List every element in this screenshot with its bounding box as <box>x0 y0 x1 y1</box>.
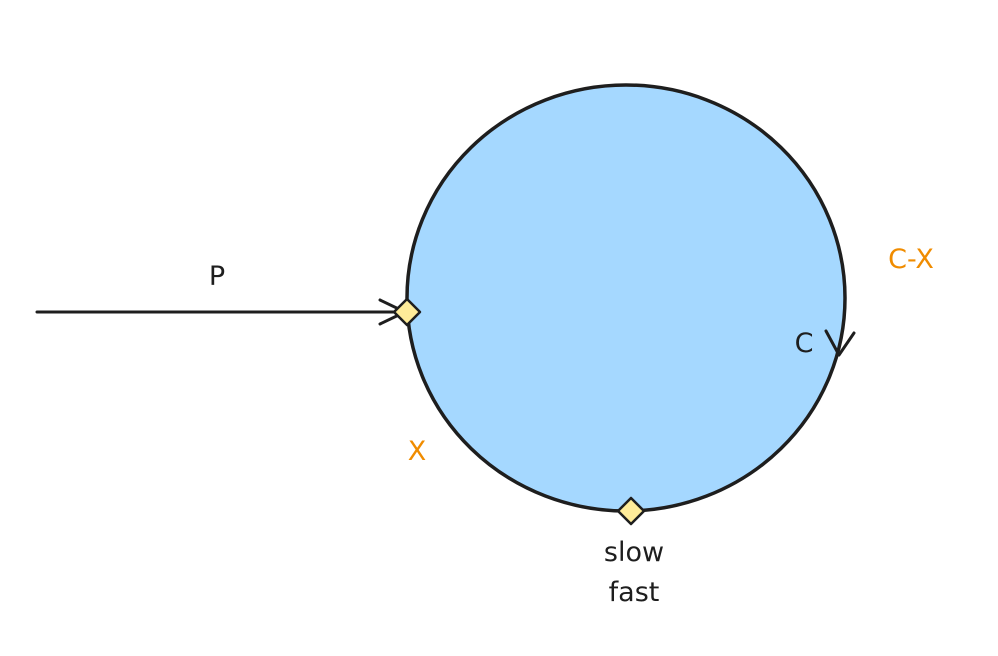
meet-offset-label: X <box>408 436 427 467</box>
tail-length-label: P <box>209 261 225 292</box>
slow-pointer-label: slow <box>604 537 664 568</box>
remaining-distance-label: C-X <box>888 244 934 275</box>
cycle-circle <box>405 83 847 513</box>
meeting-point-node <box>616 496 646 526</box>
fast-pointer-label: fast <box>609 577 660 608</box>
cycle-direction-arrowhead <box>824 329 856 357</box>
cycle-entry-node <box>392 297 422 327</box>
cycle-length-label: C <box>795 328 814 359</box>
